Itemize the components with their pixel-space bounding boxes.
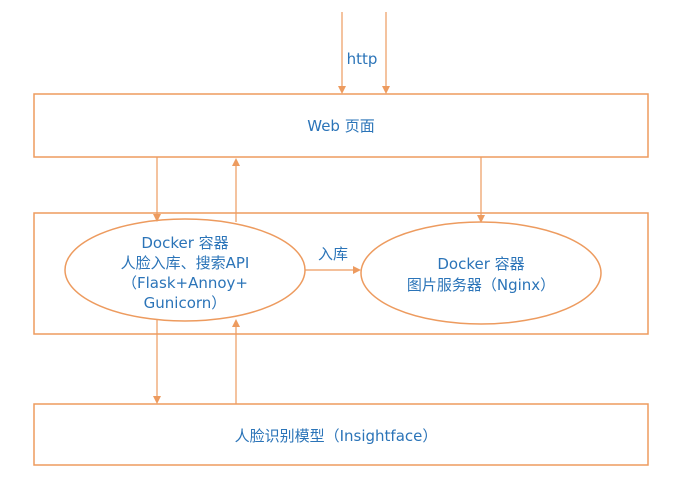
ingest-label: 入库 (318, 245, 348, 263)
face-service-line-1: Docker 容器 (141, 234, 228, 252)
image-service-line-1: Docker 容器 (437, 255, 524, 273)
face-service-line-2: 人脸入库、搜索API (121, 254, 250, 272)
web-page-label: Web 页面 (307, 117, 374, 135)
image-service-ellipse (360, 221, 602, 325)
container-layer-box (33, 212, 649, 335)
model-box (33, 403, 649, 466)
image-service-line-2: 图片服务器（Nginx） (407, 276, 555, 294)
face-service-line-3: （Flask+Annoy+ (122, 274, 248, 292)
http-label: http (347, 50, 378, 68)
web-page-box (33, 93, 649, 158)
model-label: 人脸识别模型（Insightface） (235, 427, 438, 445)
face-service-line-4: Gunicorn） (144, 294, 227, 312)
